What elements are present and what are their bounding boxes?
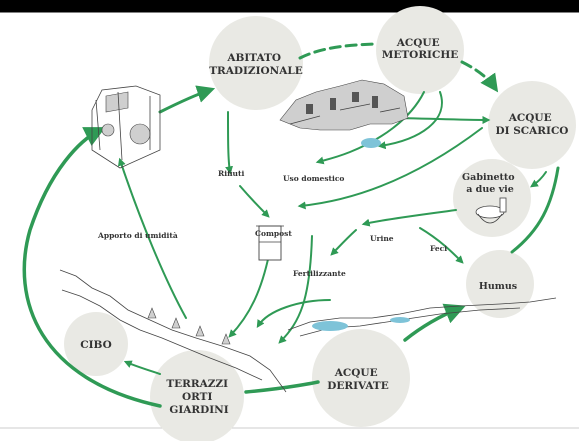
label-compost: Compost — [255, 229, 292, 238]
node-circle-gabinetto — [453, 159, 531, 237]
arrow-scarico-to-humus — [510, 166, 560, 254]
arrow-terrazzi-cibo — [123, 360, 161, 375]
arrow-metoriche-uso — [315, 91, 425, 165]
dashed-metoriche-scarico — [460, 60, 499, 93]
arrow-fertilizzante-terrazzi — [278, 235, 313, 344]
arrow-scarico-urine — [297, 127, 483, 210]
arrow-water-terrazzi — [256, 299, 331, 329]
node-circle-metoriche — [376, 6, 464, 94]
arrow-apporto-umidita — [117, 157, 187, 319]
arrow-compost-terrazzi — [228, 249, 271, 338]
garden-illustration-icon — [91, 85, 161, 169]
arrow-garden-to-abitato — [158, 85, 216, 114]
terraces-illustration-icon — [59, 269, 287, 393]
arrow-feci-humus — [419, 227, 464, 264]
label-feci: Feci — [430, 244, 447, 253]
cave-dwelling-illustration-icon — [279, 79, 409, 148]
node-circle-derivate — [312, 329, 410, 427]
arrow-rifiuti-compost — [239, 185, 270, 218]
node-circle-humus — [466, 250, 534, 318]
node-metoriche-text: ACQUE METORICHE — [382, 37, 459, 61]
top-bar — [0, 0, 579, 12]
node-circle-terrazzi — [150, 350, 244, 441]
arrow-urine-fertilizzante — [330, 229, 357, 256]
arrow-to-rifiuti — [225, 111, 234, 175]
node-terrazzi-text: TERRAZZI ORTI GIARDINI — [166, 378, 231, 416]
node-circle-cibo — [64, 312, 128, 376]
label-fertilizzante: Fertilizzante — [293, 269, 346, 278]
node-humus-text: Humus — [479, 281, 517, 292]
toilet-icon — [475, 197, 507, 224]
arrow-metoriche-house — [377, 91, 443, 150]
arrow-derivate-terrazzi — [244, 380, 320, 394]
label-apporto-umidita: Apporto di umidità — [97, 231, 178, 240]
water-drop-icon — [361, 138, 381, 148]
label-urine: Urine — [370, 234, 394, 243]
node-circle-scarico — [488, 81, 576, 169]
compost-bin-icon — [256, 225, 284, 261]
node-gabinetto-text: Gabinetto a due vie — [462, 172, 518, 195]
arrow-terrazzi-to-garden — [22, 127, 162, 408]
ground-profile-icon — [287, 297, 557, 337]
node-abitato-text: ABITATO TRADIZIONALE — [209, 52, 303, 77]
node-circle-abitato — [209, 16, 303, 110]
dashed-abitato-metoriche — [298, 42, 377, 60]
arrow-gabinetto-urine — [361, 209, 457, 227]
label-rifiuti: Rifiuti — [218, 169, 244, 178]
node-scarico-text: ACQUE DI SCARICO — [496, 112, 569, 137]
arrow-scarico-gabinetto — [530, 171, 547, 188]
arrow-derivate-humus — [403, 303, 466, 342]
node-derivate-text: ACQUE DERIVATE — [327, 367, 388, 392]
node-cibo-text: CIBO — [80, 339, 112, 351]
label-uso-domestico: Uso domestico — [283, 174, 344, 183]
